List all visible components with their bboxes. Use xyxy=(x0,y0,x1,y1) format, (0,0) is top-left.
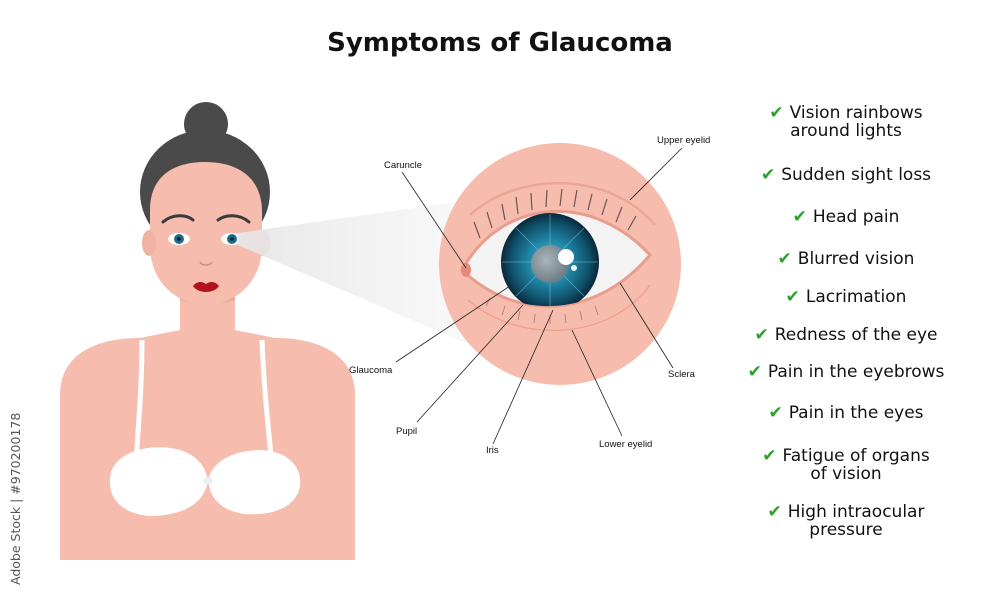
check-icon: ✔ xyxy=(785,287,800,307)
caruncle-shape xyxy=(461,263,471,277)
torso-shape xyxy=(60,292,355,560)
check-icon: ✔ xyxy=(768,403,783,423)
label-sclera: Sclera xyxy=(668,369,696,380)
check-icon: ✔ xyxy=(762,446,777,466)
label-iris: Iris xyxy=(486,445,499,456)
symptom-item: ✔High intraocular pressure xyxy=(767,502,925,540)
symptom-item: ✔Blurred vision xyxy=(777,249,915,269)
label-pupil: Pupil xyxy=(396,426,417,437)
bra-center xyxy=(204,477,212,485)
check-icon: ✔ xyxy=(792,207,807,227)
face xyxy=(150,162,262,305)
symptom-item: ✔Pain in the eyebrows xyxy=(747,362,945,382)
symptom-item: ✔Fatigue of organs of vision xyxy=(762,446,930,484)
check-icon: ✔ xyxy=(747,362,762,382)
zoom-beam xyxy=(238,200,470,345)
bra-cup-left xyxy=(109,447,208,516)
symptom-item: ✔Sudden sight loss xyxy=(760,165,932,185)
label-upper-eyelid: Upper eyelid xyxy=(657,135,710,146)
symptom-item: ✔Vision rainbows around lights xyxy=(769,103,923,141)
woman-illustration xyxy=(60,102,355,560)
check-icon: ✔ xyxy=(769,103,784,123)
light-reflection xyxy=(558,249,574,265)
leader-lines xyxy=(395,147,683,445)
label-lower-eyelid: Lower eyelid xyxy=(599,439,652,450)
magnified-eye xyxy=(439,143,681,385)
symptom-item: ✔Head pain xyxy=(792,207,900,227)
stock-credit: Adobe Stock | #970200178 xyxy=(8,412,23,585)
check-icon: ✔ xyxy=(760,165,776,185)
symptom-item: ✔Redness of the eye xyxy=(754,325,938,345)
lips xyxy=(193,282,219,292)
check-icon: ✔ xyxy=(754,325,769,345)
label-glaucoma: Glaucoma xyxy=(349,365,393,376)
symptom-item: ✔Pain in the eyes xyxy=(768,403,924,423)
check-icon: ✔ xyxy=(767,502,782,522)
page-title: Symptoms of Glaucoma xyxy=(327,28,673,58)
check-icon: ✔ xyxy=(777,249,792,269)
symptom-item: ✔Lacrimation xyxy=(785,287,907,307)
label-caruncle: Caruncle xyxy=(384,160,422,171)
bra-cup-right xyxy=(208,450,301,515)
